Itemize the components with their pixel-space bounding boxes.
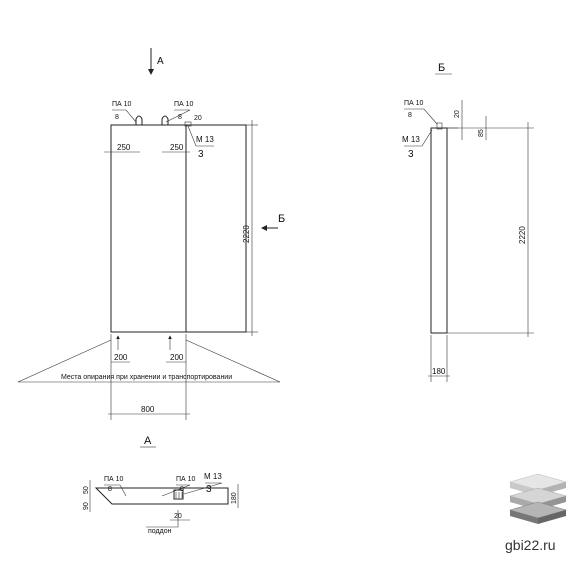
lifting-loop-left xyxy=(135,115,143,125)
dim-90: 90 xyxy=(83,502,90,510)
plate-mark: М 13 xyxy=(196,135,214,144)
plan-loop-count-right: 8 xyxy=(180,486,184,493)
dim-180-side: 180 xyxy=(432,367,446,376)
side-loop-mark: ПА 10 xyxy=(404,100,424,107)
dim-50: 50 xyxy=(83,486,90,494)
support-places-note: Места опирания при хранении и транспорти… xyxy=(61,374,232,381)
plan-leader-loop-left xyxy=(104,484,127,497)
dim-2220-front: 2220 xyxy=(242,225,251,243)
side-panel xyxy=(430,127,448,334)
brand-logo xyxy=(508,473,568,524)
dim-250-right: 250 xyxy=(170,143,184,152)
side-view: Б ПА 10 8 М 13 3 20 85 2220 180 xyxy=(402,62,534,382)
side-plate-count: 3 xyxy=(408,149,414,160)
plan-loop-count-left: 8 xyxy=(108,486,112,493)
side-plate-mark: М 13 xyxy=(402,135,420,144)
pallet-note: поддон xyxy=(148,528,172,535)
side-loop-count: 8 xyxy=(408,112,412,119)
plan-leader-loop-right xyxy=(161,484,191,497)
loop-count-right: 8 xyxy=(178,114,182,121)
pallet-leader xyxy=(146,510,179,528)
dim-250-left: 250 xyxy=(117,143,131,152)
dim-2220-side: 2220 xyxy=(518,226,527,244)
plan-panel-outline xyxy=(94,487,229,505)
plan-plate xyxy=(173,489,184,500)
plate-count: 3 xyxy=(198,149,204,160)
plan-leader-plate xyxy=(183,482,223,495)
lifting-loop-right xyxy=(161,115,169,125)
side-leader-loop xyxy=(404,108,438,125)
dim-180-plan: 180 xyxy=(231,492,238,504)
side-view-title: Б xyxy=(438,62,445,74)
site-url[interactable]: gbi22.ru xyxy=(505,537,556,553)
front-view: А ПА 10 8 ПА 10 8 20 М 13 3 250 250 2220… xyxy=(17,48,285,420)
dim-200-right: 200 xyxy=(170,353,184,362)
side-leader-plate xyxy=(404,129,433,147)
support-callout-triangle xyxy=(17,339,281,383)
dim-200-left: 200 xyxy=(114,353,128,362)
plan-plate-mark: М 13 xyxy=(204,472,222,481)
front-panel-left xyxy=(110,124,187,333)
plan-plate-count: 3 xyxy=(206,484,212,495)
side-lifting-loop xyxy=(436,122,443,130)
loop-mark-left: ПА 10 xyxy=(112,101,132,108)
leader-plate xyxy=(187,125,214,147)
section-arrow-a-label: А xyxy=(157,56,164,67)
plan-view-title: А xyxy=(144,435,152,447)
loop-count-left: 8 xyxy=(115,114,119,121)
dim-800: 800 xyxy=(141,405,155,414)
loop-mark-right: ПА 10 xyxy=(174,101,194,108)
section-arrow-b-label: Б xyxy=(278,213,285,225)
dim-20-top: 20 xyxy=(194,115,202,122)
leader-loop-left xyxy=(112,109,137,123)
plan-loop-mark-right: ПА 10 xyxy=(176,476,196,483)
plan-loop-mark-left: ПА 10 xyxy=(104,476,124,483)
leader-loop-right xyxy=(165,109,191,123)
front-panel-right xyxy=(185,124,247,333)
dim-20-side: 20 xyxy=(454,110,461,118)
plan-view: А ПА 10 8 ПА 10 8 М 13 3 50 90 180 20 по… xyxy=(83,435,239,535)
dim-85: 85 xyxy=(478,129,485,137)
